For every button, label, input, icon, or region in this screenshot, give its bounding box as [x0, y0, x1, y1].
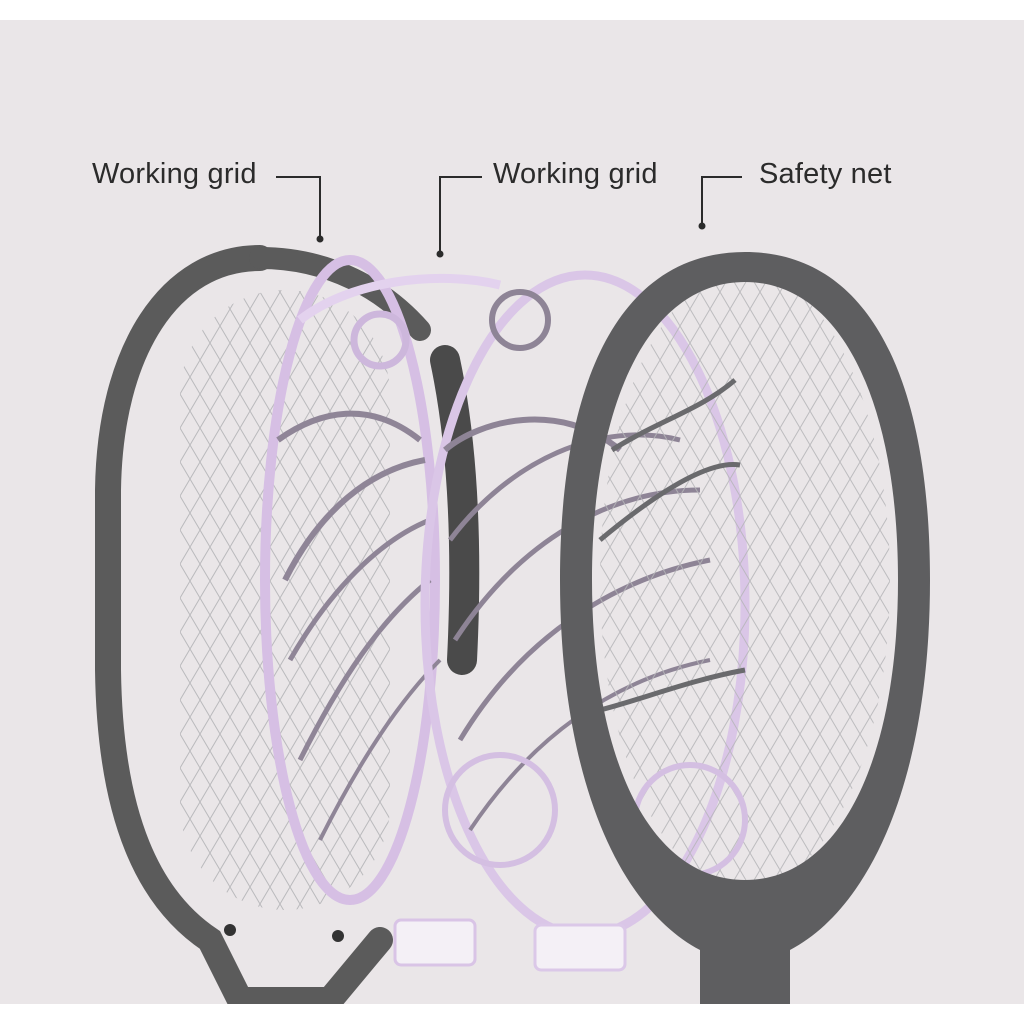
diagram-canvas: Working grid Working grid Safety net	[0, 20, 1024, 1004]
label-working-grid-middle: Working grid	[493, 158, 658, 191]
label-working-grid-left: Working grid	[92, 158, 257, 191]
label-safety-net: Safety net	[759, 158, 892, 191]
